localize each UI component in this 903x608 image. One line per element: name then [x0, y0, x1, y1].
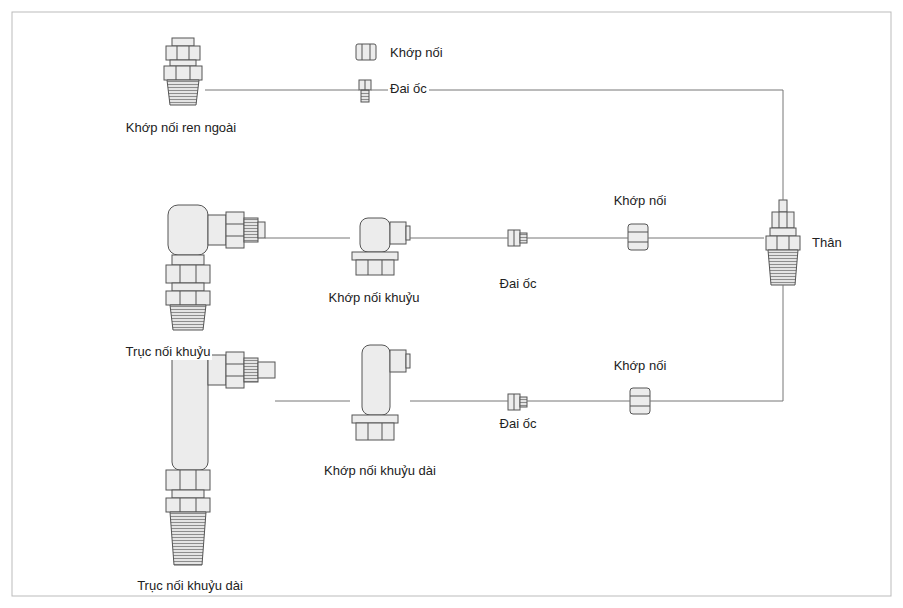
connector-line	[650, 285, 783, 401]
fitting-part: Thân	[764, 200, 802, 285]
part-label: Trục nối khuỷu dài	[135, 578, 245, 594]
body-figure	[766, 200, 800, 285]
fitting-part: Khớp nối	[630, 388, 650, 414]
coupling-figure	[630, 388, 650, 414]
fitting-part: Khớp nối khuỷu dài	[350, 345, 410, 440]
fitting-part: Đai ốc	[508, 392, 527, 412]
part-label: Đai ốc	[498, 276, 539, 292]
part-label: Khớp nối	[388, 45, 445, 61]
male-connector-figure	[164, 38, 202, 105]
connector-line	[265, 238, 350, 239]
fitting-part: Khớp nối	[356, 44, 376, 60]
nut-figure	[508, 394, 527, 410]
long-elbow-fitting-figure	[352, 345, 410, 440]
part-label: Khớp nối khuỷu dài	[322, 463, 438, 479]
fitting-part: Khớp nối	[628, 224, 648, 250]
connector-line	[410, 238, 508, 239]
part-label: Trục nối khuỷu	[124, 344, 213, 360]
fitting-part: Trục nối khuỷu dài	[160, 345, 275, 565]
part-label: Đai ốc	[498, 416, 539, 432]
nut-figure	[359, 80, 371, 102]
connector-line	[371, 90, 783, 200]
part-label: Khớp nối khuỷu	[327, 290, 422, 306]
coupling-figure	[356, 44, 376, 60]
long-elbow-union-figure	[166, 345, 275, 565]
elbow-fitting-figure	[352, 218, 410, 275]
part-label: Thân	[810, 235, 844, 251]
part-label: Khớp nối	[612, 358, 669, 374]
connector-line	[205, 90, 359, 91]
coupling-figure	[628, 224, 648, 250]
fitting-part: Khớp nối ren ngoài	[160, 38, 205, 105]
connector-line	[275, 401, 350, 402]
connector-line	[527, 238, 628, 239]
fitting-part: Đai ốc	[359, 80, 371, 102]
connector-line	[410, 401, 508, 402]
fitting-part: Khớp nối khuỷu	[350, 212, 410, 275]
elbow-union-figure	[166, 205, 265, 330]
part-label: Khớp nối ren ngoài	[124, 120, 238, 136]
frame	[12, 12, 891, 596]
fitting-part: Đai ốc	[508, 228, 527, 246]
part-label: Đai ốc	[388, 81, 429, 97]
connector-line	[648, 238, 764, 239]
fitting-part: Trục nối khuỷu	[160, 200, 265, 330]
nut-figure	[508, 230, 527, 246]
connector-line	[527, 401, 630, 402]
part-label: Khớp nối	[612, 193, 669, 209]
